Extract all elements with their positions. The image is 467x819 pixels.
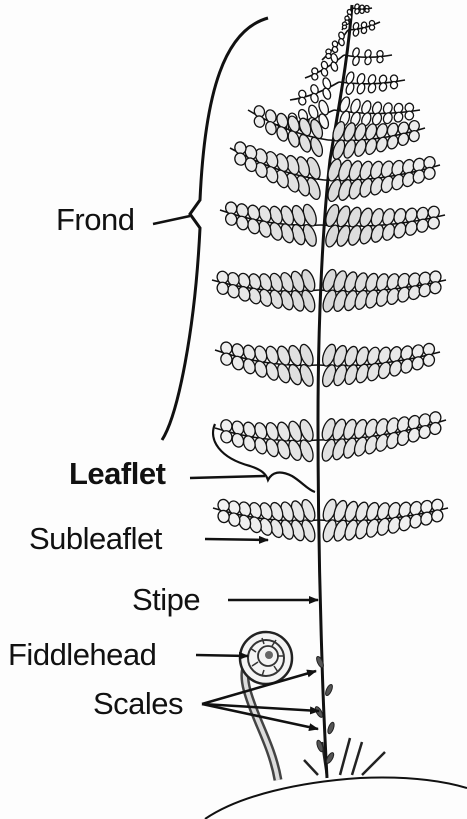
subleaflet-lobe <box>330 61 339 72</box>
subleaflet-lobe <box>320 68 328 77</box>
subleaflet-lobe <box>275 125 289 142</box>
subleaflet-lobe <box>235 215 250 232</box>
subleaflet-label: Subleaflet <box>29 523 162 554</box>
stipe-label: Stipe <box>132 584 200 615</box>
subleaflet-lobe <box>264 120 278 136</box>
subleaflet-lobe <box>422 353 436 368</box>
subleaflet-lobe <box>224 212 239 227</box>
fiddlehead-label: Fiddlehead <box>8 639 156 670</box>
subleaflet-lobe <box>286 129 301 148</box>
fiddlehead-arrow <box>196 655 248 656</box>
subleaflet-arrow <box>205 539 268 540</box>
subleaflet-lobe <box>310 92 320 103</box>
subleaflet-lobe <box>322 87 332 100</box>
ground-line <box>205 777 467 819</box>
subleaflet-lobe <box>219 429 234 444</box>
pinnae-group <box>212 3 448 543</box>
frond-pointer <box>153 216 190 224</box>
subleaflet-lobe <box>332 46 339 53</box>
subleaflet-lobe <box>345 82 356 96</box>
subleaflet-lobe <box>219 352 234 367</box>
subleaflet-lobe <box>253 115 266 129</box>
subleaflet-lobe <box>408 129 421 143</box>
subleaflet-lobe <box>342 25 347 30</box>
subleaflet-lobe <box>359 8 364 14</box>
scales-label: Scales <box>93 688 183 719</box>
subleaflet-lobe <box>369 24 376 30</box>
leaflet-label: Leaflet <box>69 458 165 489</box>
grass-blades <box>304 738 385 776</box>
fiddlehead-coil <box>240 632 292 684</box>
subleaflet-lobe <box>430 508 444 523</box>
subleaflet-lobe <box>317 99 330 116</box>
subleaflet-lobe <box>230 355 245 372</box>
subleaflet-lobe <box>426 215 440 230</box>
subleaflet-lobe <box>338 38 345 47</box>
leaflet-pointer <box>190 476 265 478</box>
subleaflet-lobe <box>349 98 362 114</box>
subleaflet-lobe <box>364 8 369 13</box>
frond-label: Frond <box>56 204 134 235</box>
subleaflet-lobe <box>311 73 319 81</box>
